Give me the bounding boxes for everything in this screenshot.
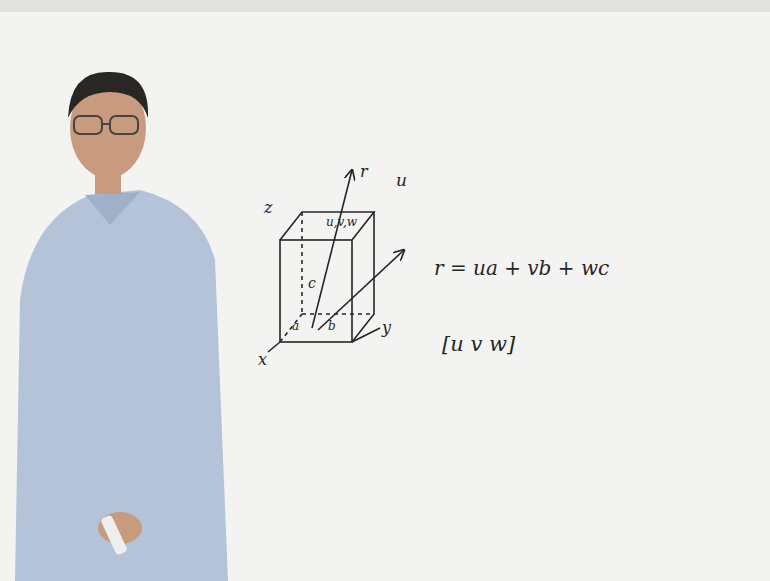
vectors — [312, 170, 404, 330]
miller-index-notation: [u v w] — [442, 334, 515, 355]
lecturer — [15, 72, 228, 581]
point-label: u,v,w — [326, 216, 357, 228]
vector-equation: r = ua + vb + wc — [434, 258, 609, 278]
direction-label: u — [396, 172, 407, 189]
axis-label: z — [264, 200, 272, 216]
axis-length-label: a — [292, 320, 299, 332]
axis-length-label: c — [308, 276, 316, 290]
axis-label: y — [382, 320, 391, 336]
axis-label: x — [258, 352, 267, 368]
axis-length-label: b — [328, 320, 336, 332]
vector-label: r — [360, 164, 368, 180]
